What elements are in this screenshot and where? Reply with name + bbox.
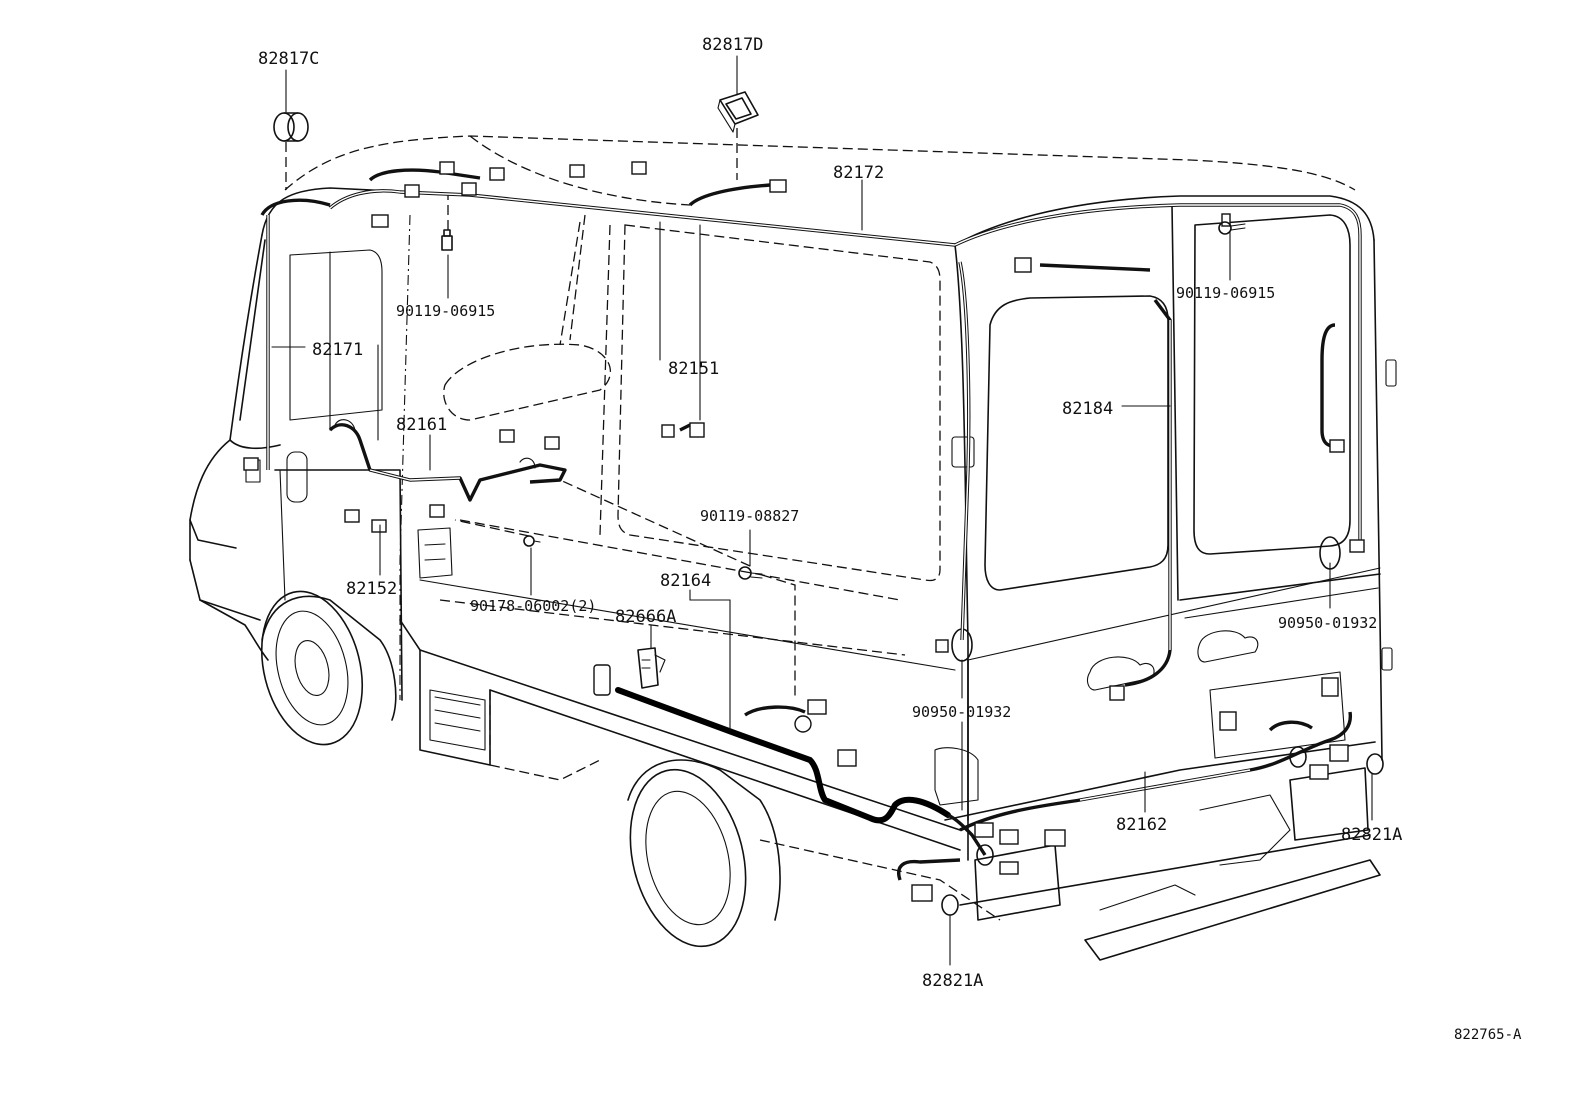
connector — [689, 422, 705, 438]
connector — [1044, 829, 1066, 847]
connector — [404, 184, 420, 198]
callout-82817C: 82817C — [258, 49, 319, 69]
callout-90178-06002: 90178-06002(2) — [470, 597, 596, 615]
callout-82162: 82162 — [1116, 815, 1167, 835]
callout-82171: 82171 — [312, 340, 363, 360]
wire-harnesses — [260, 168, 1362, 881]
van-body — [189, 135, 1397, 961]
callout-82161: 82161 — [396, 415, 447, 435]
callout-82821A-left: 82821A — [922, 971, 983, 991]
callout-90950-01932-left: 90950-01932 — [912, 703, 1011, 721]
callout-82172: 82172 — [833, 163, 884, 183]
callout-labels: 82817C 82817D 82172 90119-06915 90119-06… — [258, 35, 1522, 1043]
connector — [461, 182, 477, 196]
connector — [429, 504, 445, 518]
connector — [1221, 213, 1231, 227]
connector — [1219, 711, 1237, 731]
connector — [1321, 677, 1339, 697]
callout-82821A-right: 82821A — [1341, 825, 1402, 845]
relay-icon — [637, 647, 666, 689]
callout-82151: 82151 — [668, 359, 719, 379]
connector — [999, 861, 1019, 875]
connector — [1109, 685, 1125, 701]
connector — [769, 179, 787, 193]
connector — [371, 519, 387, 533]
connector — [243, 457, 259, 471]
connector — [499, 429, 515, 443]
connector — [1329, 744, 1349, 762]
connector — [1309, 764, 1329, 780]
callout-82152: 82152 — [346, 579, 397, 599]
connector — [569, 164, 585, 178]
bolt-icon — [441, 229, 453, 251]
callout-82184: 82184 — [1062, 399, 1113, 419]
callout-90119-06915-rear: 90119-06915 — [1176, 284, 1275, 302]
connector — [837, 749, 857, 767]
callout-90119-08827: 90119-08827 — [700, 507, 799, 525]
connector — [371, 214, 389, 228]
callout-82817D: 82817D — [702, 35, 763, 55]
leader-lines — [271, 55, 1373, 966]
connector — [935, 639, 949, 653]
connector — [489, 167, 505, 181]
socket-icon — [334, 419, 1384, 916]
callout-82666A: 82666A — [615, 607, 676, 627]
connector — [1014, 257, 1032, 273]
callout-90119-06915-front: 90119-06915 — [396, 302, 495, 320]
connector — [661, 424, 675, 438]
connector — [1329, 439, 1345, 453]
connectors — [243, 161, 1365, 902]
clip-icon — [523, 535, 541, 547]
grommet-icon — [717, 91, 759, 133]
connector — [344, 509, 360, 523]
bolt-icon — [738, 566, 763, 580]
connector — [911, 884, 933, 902]
fasteners — [273, 91, 1384, 916]
figure-reference: 822765-A — [1454, 1027, 1522, 1043]
connector — [1349, 539, 1365, 553]
connector — [631, 161, 647, 175]
connector — [593, 664, 611, 696]
connector — [544, 436, 560, 450]
callout-82164: 82164 — [660, 571, 711, 591]
grommet-icon — [273, 112, 309, 142]
connector — [439, 161, 455, 175]
connector — [999, 829, 1019, 845]
callout-90950-01932-right: 90950-01932 — [1278, 614, 1377, 632]
connector — [807, 699, 827, 715]
bolt-icon — [1218, 221, 1246, 235]
connector — [974, 822, 994, 838]
